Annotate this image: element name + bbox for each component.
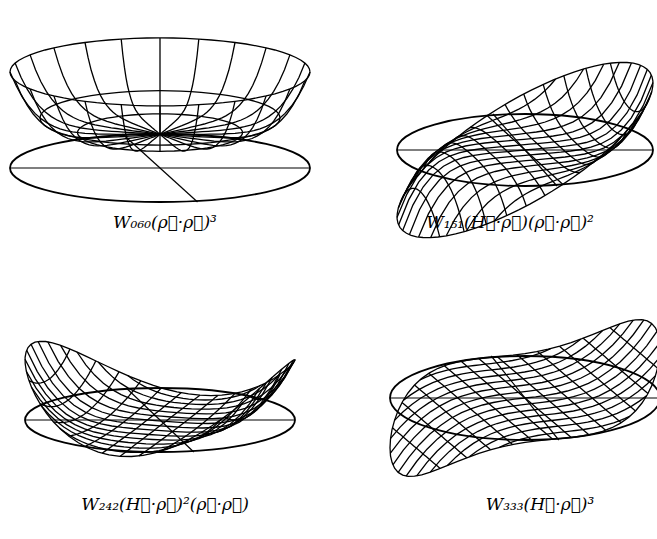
surface-line — [179, 389, 251, 444]
surface-line — [25, 341, 295, 456]
surface-line — [499, 416, 630, 447]
surface-line — [159, 38, 160, 134]
surface-line — [505, 104, 580, 172]
surface-line — [419, 83, 653, 238]
surface-line — [61, 345, 294, 414]
surface-line — [397, 63, 631, 218]
surface-line — [438, 143, 506, 216]
surface-line — [470, 127, 545, 195]
surface-line — [38, 342, 293, 424]
surface-line — [390, 320, 657, 477]
surface-line — [397, 62, 653, 237]
surface-line — [399, 65, 641, 225]
surface-line — [430, 358, 657, 473]
surface-line — [139, 395, 218, 456]
term-formula: W₂₄₂(H⃗·ρ⃗)²(ρ⃗·ρ⃗) — [81, 494, 249, 514]
surface-line — [31, 344, 289, 428]
surface-line — [10, 38, 310, 106]
term-formula: W₃₃₃(H⃗·ρ⃗)³ — [486, 494, 595, 514]
surface-line — [159, 393, 236, 452]
surface-line — [160, 39, 199, 134]
surface-line — [586, 68, 639, 134]
surface-line — [538, 352, 622, 423]
surface-line — [583, 338, 648, 393]
surface-line — [41, 406, 222, 449]
surface-line — [469, 396, 647, 457]
term-formula: W₁₅₁(H⃗·ρ⃗)(ρ⃗·ρ⃗)² — [426, 212, 594, 232]
surface-line — [40, 91, 280, 145]
surface-line — [409, 75, 651, 235]
surface-line — [543, 84, 611, 157]
surface-line — [59, 428, 192, 452]
term-formula: W₀₆₀(ρ⃗·ρ⃗)³ — [113, 212, 217, 232]
surface-line — [77, 352, 289, 409]
surface-line — [610, 63, 649, 111]
surface-line — [25, 359, 272, 436]
surface-line — [121, 39, 160, 134]
surface-line — [494, 138, 620, 221]
surface-line — [610, 328, 657, 369]
